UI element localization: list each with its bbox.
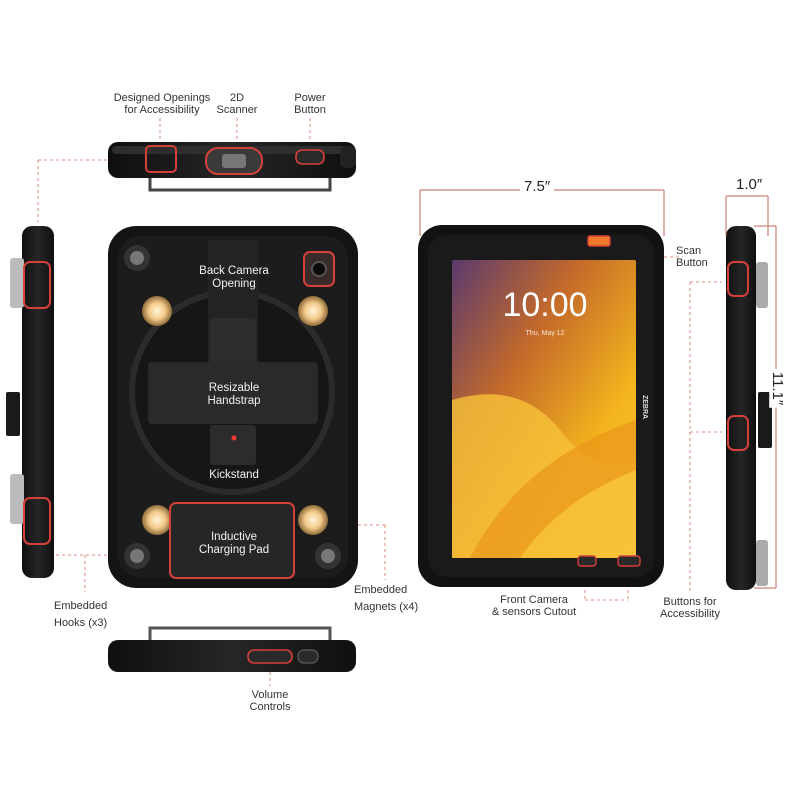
height-dimension: 11.1″ xyxy=(769,368,787,409)
brand-logo: ZEBRA xyxy=(641,394,648,420)
screen-date: Thu, May 12 xyxy=(525,330,565,337)
screen-time: 10:00 xyxy=(502,286,588,324)
right-side-view xyxy=(726,226,772,590)
kickstand-label: Kickstand xyxy=(209,469,259,481)
front-camera-label: Front Camera& sensors Cutout xyxy=(491,594,577,618)
back-view xyxy=(108,226,358,588)
top-view xyxy=(108,142,356,192)
depth-dimension: 1.0″ xyxy=(734,176,765,193)
front-view xyxy=(418,225,664,587)
left-side-view xyxy=(6,226,54,578)
width-dimension: 7.5″ xyxy=(520,178,555,195)
bottom-view xyxy=(108,626,356,672)
